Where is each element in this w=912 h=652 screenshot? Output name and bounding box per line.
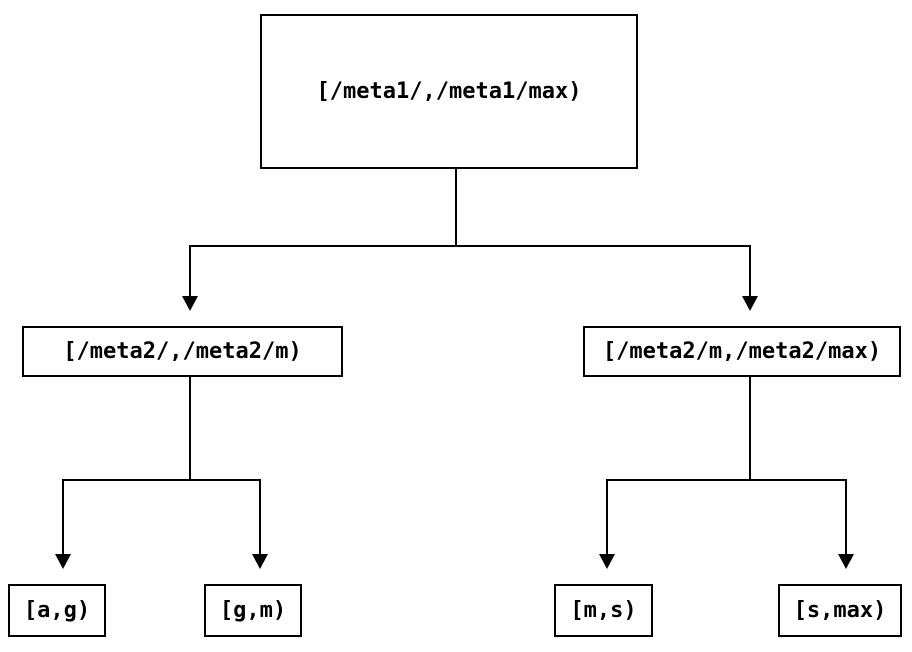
edge-root-trunk xyxy=(189,169,751,247)
tree-node-leaf-smax-label: [s,max) xyxy=(793,598,887,623)
edge-right-leaf-ms xyxy=(599,479,615,569)
tree-node-left-label: [/meta2/,/meta2/m) xyxy=(63,339,302,364)
tree-node-leaf-ag: [a,g) xyxy=(8,584,106,637)
tree-node-leaf-gm-label: [g,m) xyxy=(219,598,287,623)
tree-node-right-label: [/meta2/m,/meta2/max) xyxy=(602,339,882,364)
tree-node-right: [/meta2/m,/meta2/max) xyxy=(583,326,901,377)
tree-node-root: [/meta1/,/meta1/max) xyxy=(260,14,638,169)
tree-node-leaf-smax: [s,max) xyxy=(778,584,902,637)
edge-right-leaf-smax xyxy=(838,479,854,569)
edge-right-trunk xyxy=(606,377,847,481)
tree-node-left: [/meta2/,/meta2/m) xyxy=(22,326,343,377)
edge-root-right xyxy=(742,245,758,311)
edge-left-leaf-gm xyxy=(252,479,268,569)
tree-node-leaf-ms-label: [m,s) xyxy=(570,598,637,623)
tree-node-leaf-ag-label: [a,g) xyxy=(23,598,91,623)
tree-node-leaf-gm: [g,m) xyxy=(204,584,302,637)
edge-left-leaf-ag xyxy=(55,479,71,569)
tree-node-leaf-ms: [m,s) xyxy=(554,584,653,637)
tree-node-root-label: [/meta1/,/meta1/max) xyxy=(316,79,582,104)
edge-left-trunk xyxy=(62,377,261,481)
edge-root-left xyxy=(182,245,198,311)
